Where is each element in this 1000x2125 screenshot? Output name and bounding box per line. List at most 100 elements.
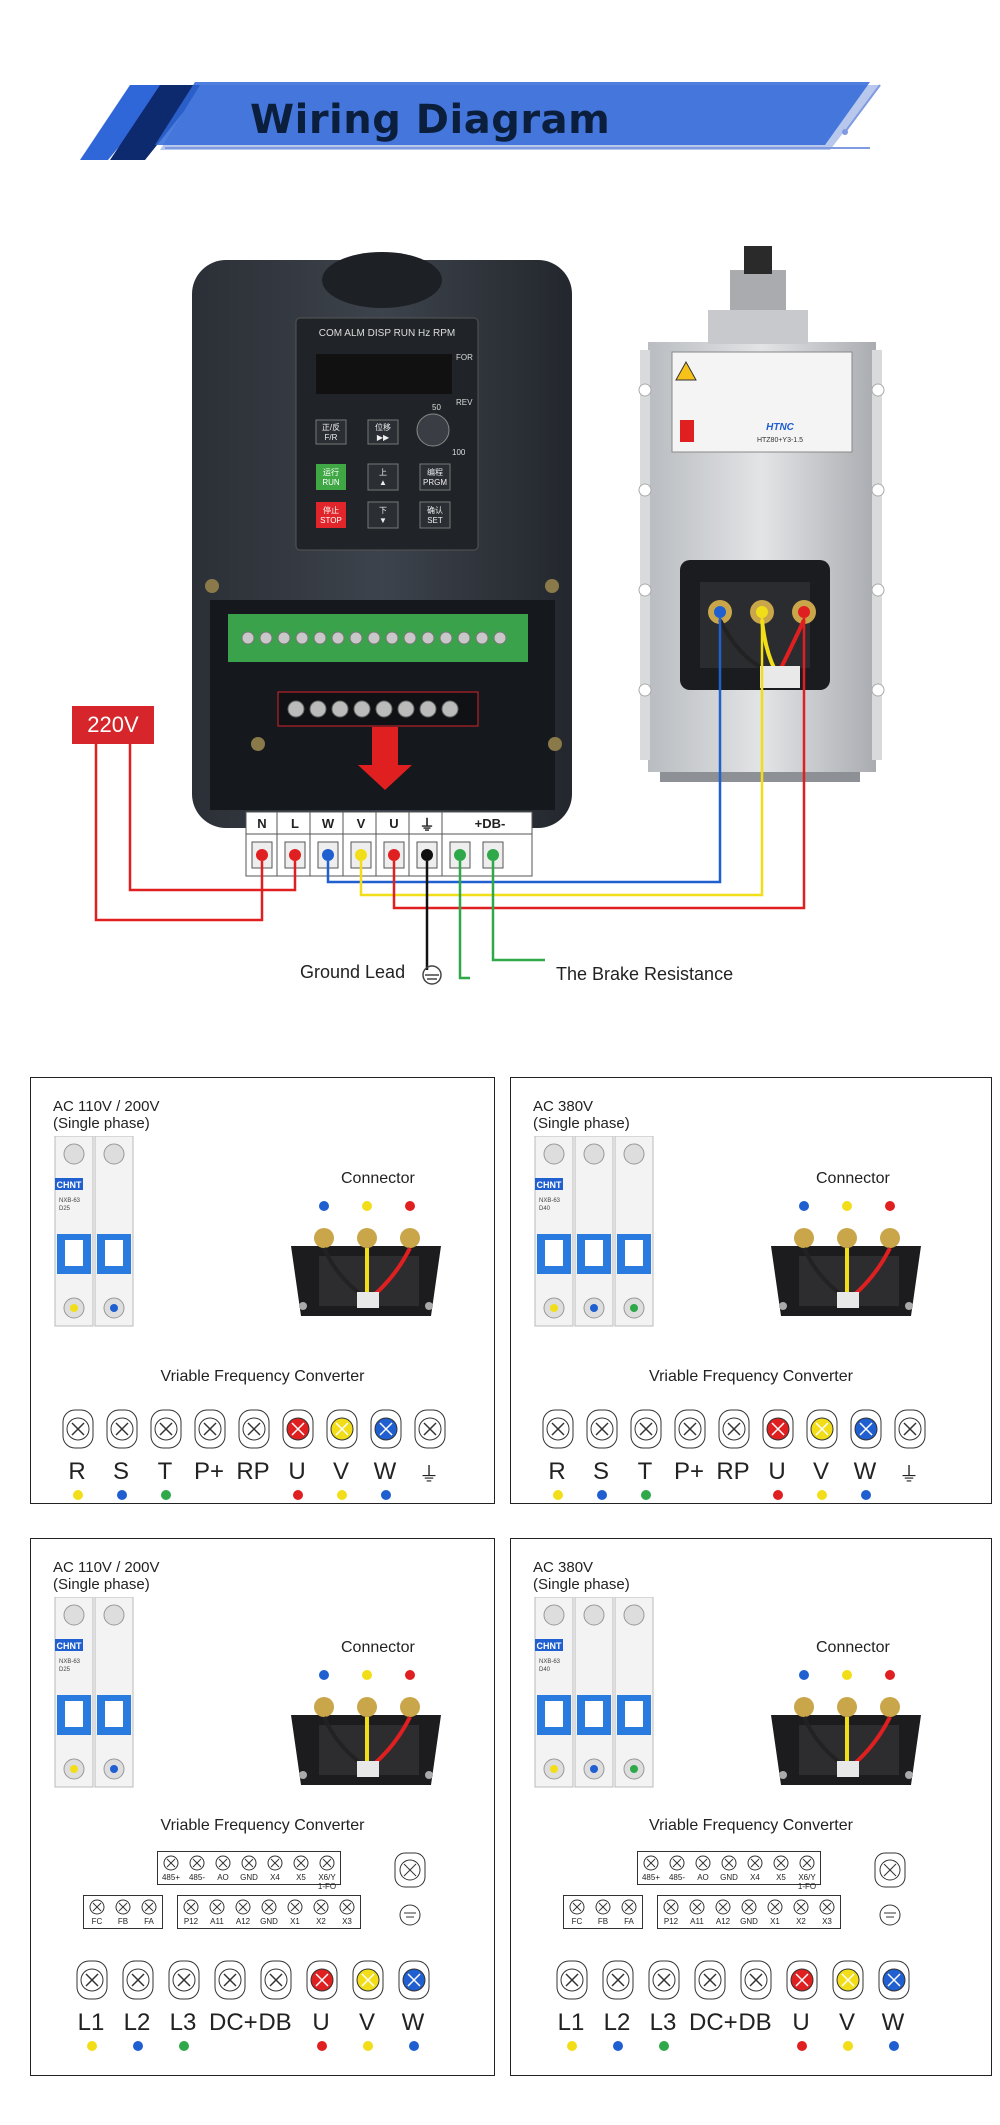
control-terminal-label: AO [697, 1873, 709, 1882]
screw-terminal [643, 1855, 659, 1871]
control-terminal-label: GND [260, 1917, 278, 1926]
control-terminal-label: X6/Y 1-FO [797, 1873, 817, 1891]
power-terminal-label: RP [716, 1458, 750, 1485]
control-terminal-label: GND [740, 1917, 758, 1926]
screw-terminal [621, 1899, 637, 1915]
svg-text:▲: ▲ [379, 478, 387, 487]
control-terminal-label: FA [144, 1917, 154, 1926]
svg-text:SET: SET [427, 516, 443, 525]
control-terminal-label: X3 [342, 1917, 352, 1926]
power-terminal-label: L1 [77, 2009, 105, 2036]
power-terminal-screw [556, 1960, 588, 2000]
power-terminal-screw [398, 1960, 430, 2000]
control-terminal-label: X4 [750, 1873, 760, 1882]
control-terminal-label: P12 [663, 1917, 679, 1926]
svg-text:RUN: RUN [322, 478, 340, 487]
power-terminal-screw [542, 1409, 574, 1449]
control-terminal-label: 485- [668, 1873, 685, 1882]
screw-terminal [319, 1855, 335, 1871]
screw-terminal [569, 1899, 585, 1915]
svg-text:NXB-63: NXB-63 [539, 1198, 561, 1204]
svg-text:COM ALM DISP RUN Hz RPM: COM ALM DISP RUN Hz RPM [319, 328, 456, 339]
svg-text:编程: 编程 [427, 467, 443, 477]
wire-color-dot [117, 1490, 127, 1500]
converter-label: Vriable Frequency Converter [160, 1368, 365, 1385]
power-terminal-label: DC+ [689, 2009, 738, 2036]
power-terminal-screw [414, 1409, 446, 1449]
screw-terminal [339, 1899, 355, 1915]
supply-caption: AC 110V / 200V(Single phase) [53, 1559, 159, 1593]
screw-terminal [115, 1899, 131, 1915]
power-terminal-label: T [157, 1458, 173, 1485]
screw-terminal [141, 1899, 157, 1915]
svg-text:REV: REV [456, 398, 473, 407]
power-terminal-screw [648, 1960, 680, 2000]
power-terminal-label: L1 [557, 2009, 585, 2036]
wire-color-dot [293, 1490, 303, 1500]
motor-connector [291, 1201, 441, 1316]
converter-label: Vriable Frequency Converter [649, 1368, 853, 1385]
svg-text:FOR: FOR [456, 353, 473, 362]
screw-terminal [695, 1855, 711, 1871]
control-terminal-label: FB [117, 1917, 129, 1926]
svg-text:▶▶: ▶▶ [377, 433, 390, 442]
power-terminal-label: P+ [673, 1458, 705, 1485]
wire-color-dot [597, 1490, 607, 1500]
power-terminal-screw [122, 1960, 154, 2000]
control-terminal-label: 485+ [641, 1873, 661, 1882]
svg-text:D40: D40 [539, 1206, 551, 1212]
wire-color-dot [87, 2041, 97, 2051]
power-terminal-label: L2 [603, 2009, 631, 2036]
svg-text:停止: 停止 [323, 505, 339, 515]
connector-label: Connector [341, 1170, 415, 1187]
screw-terminal [287, 1899, 303, 1915]
power-terminal-label: U [312, 2009, 330, 2036]
wire-color-dot [161, 1490, 171, 1500]
wire-color-dot [641, 1490, 651, 1500]
power-terminal-screw [832, 1960, 864, 2000]
supply-caption: AC 380V(Single phase) [533, 1559, 630, 1593]
screw-terminal [747, 1855, 763, 1871]
svg-text:50: 50 [432, 403, 441, 412]
connector-label: Connector [816, 1639, 890, 1656]
motor-connector [771, 1201, 921, 1316]
connector-label: Connector [341, 1639, 415, 1656]
terminal-v-label: V [356, 816, 366, 831]
power-terminal-label: W [853, 1458, 877, 1485]
screw-terminal [595, 1899, 611, 1915]
screw-terminal [183, 1899, 199, 1915]
power-terminal-screw [62, 1409, 94, 1449]
screw-terminal [799, 1855, 815, 1871]
control-terminal-label: P12 [183, 1917, 199, 1926]
power-terminal-screw [740, 1960, 772, 2000]
banner-graphic [80, 82, 881, 160]
wire-color-dot [797, 2041, 807, 2051]
power-terminal-label: ⏚ [419, 1464, 439, 1486]
terminal-l-label: L [291, 816, 299, 831]
svg-text:CHNT: CHNT [57, 1180, 82, 1190]
wire-color-dot [613, 2041, 623, 2051]
phase-label: (Single phase) [533, 1115, 630, 1132]
screw-terminal [721, 1855, 737, 1871]
screw-terminal [663, 1899, 679, 1915]
wire-color-dot [773, 1490, 783, 1500]
wire-color-dot [659, 2041, 669, 2051]
wire-color-dot [817, 1490, 827, 1500]
power-terminal-screw [586, 1409, 618, 1449]
svg-text:D25: D25 [59, 1667, 71, 1673]
screw-terminal [741, 1899, 757, 1915]
power-terminal-screw [238, 1409, 270, 1449]
power-terminal-label: DC+ [209, 2009, 258, 2036]
svg-text:CHNT: CHNT [57, 1641, 82, 1651]
control-terminal-label: FC [571, 1917, 583, 1926]
power-terminal-label: RP [236, 1458, 270, 1485]
wire-color-dot [567, 2041, 577, 2051]
control-terminal-label: X5 [296, 1873, 306, 1882]
